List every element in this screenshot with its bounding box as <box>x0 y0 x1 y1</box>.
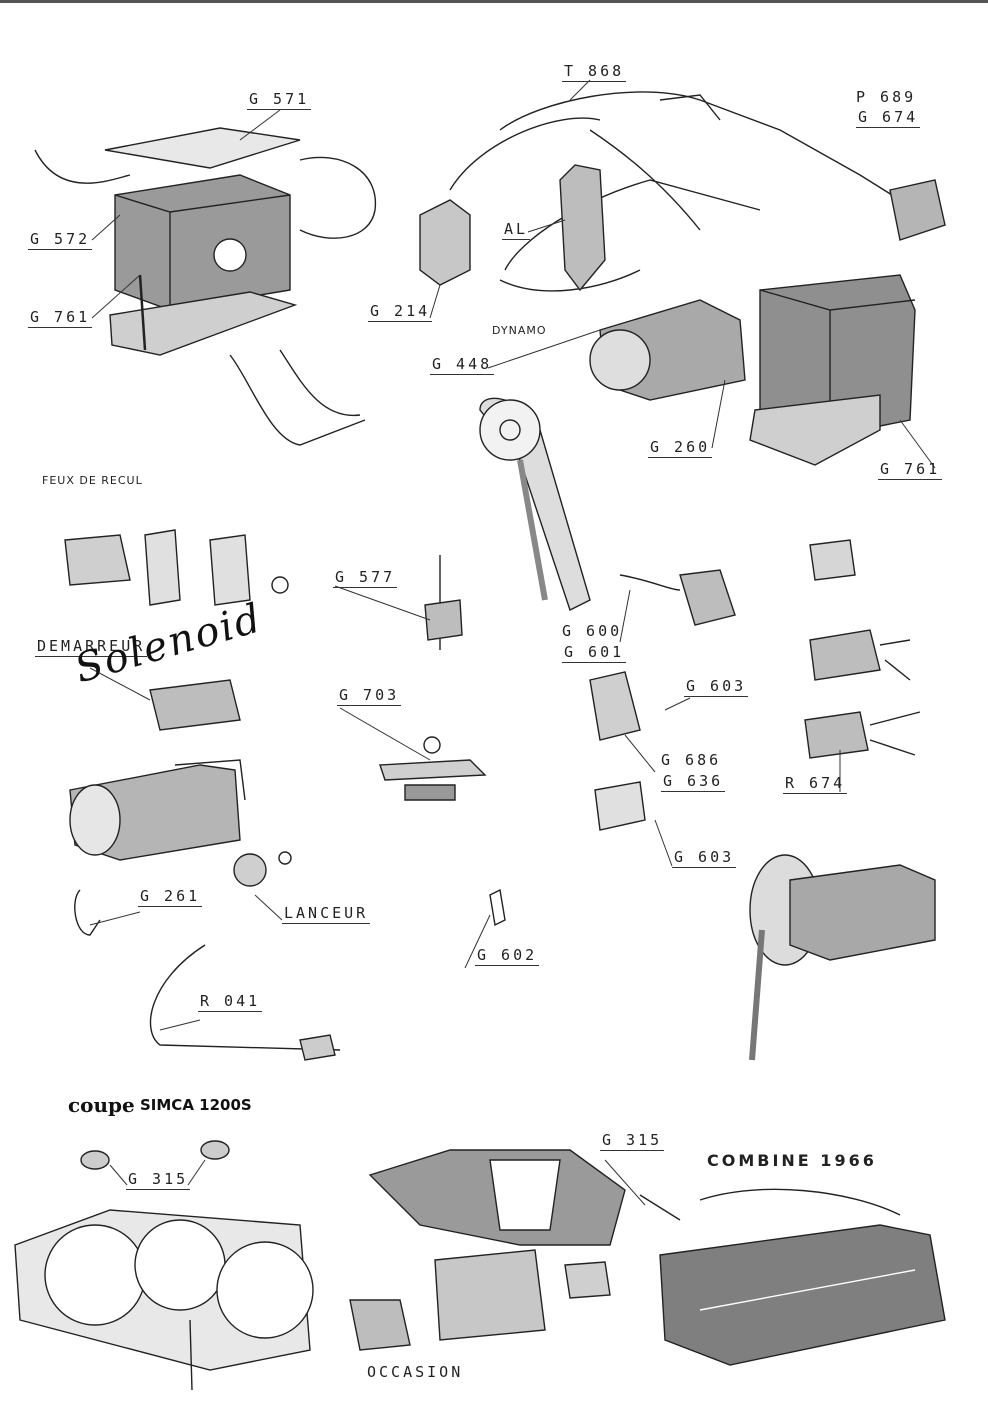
label-dynamo: DYNAMO <box>492 324 547 337</box>
label-t868: T 868 <box>562 62 627 82</box>
label-al: AL <box>502 220 531 240</box>
label-g761-left: G 761 <box>28 308 93 328</box>
label-demarreur: DEMARREUR <box>35 637 148 657</box>
instrument-cluster-illustration <box>15 1141 945 1390</box>
battery-top-left-illustration <box>35 128 375 445</box>
label-occasion: OCCASION <box>367 1363 464 1381</box>
label-g260: G 260 <box>648 438 713 458</box>
label-g261: G 261 <box>138 887 203 907</box>
label-g577: G 577 <box>333 568 398 588</box>
label-combine-1966: COMBINE 1966 <box>707 1151 877 1170</box>
label-g602: G 602 <box>475 946 540 966</box>
label-g703: G 703 <box>337 686 402 706</box>
label-g600: G 600 <box>562 622 623 640</box>
label-g601: G 601 <box>562 643 627 663</box>
engine-bay-illustration <box>420 92 945 610</box>
label-g686: G 686 <box>661 751 722 769</box>
switch-parts-illustration <box>380 540 920 925</box>
label-g572: G 572 <box>28 230 93 250</box>
label-g571: G 571 <box>247 90 312 110</box>
brand-coupe: coupe <box>68 1093 135 1117</box>
label-r041: R 041 <box>198 992 263 1012</box>
brand-simca: SIMCA 1200S <box>140 1096 252 1114</box>
leader-lines <box>90 80 935 1205</box>
label-g315-right: G 315 <box>600 1131 665 1151</box>
starter-illustration <box>65 530 340 1060</box>
label-g636: G 636 <box>661 772 726 792</box>
page-top-rule <box>0 0 988 3</box>
label-g674: G 674 <box>856 108 921 128</box>
label-g448: G 448 <box>430 355 495 375</box>
label-r674: R 674 <box>783 774 848 794</box>
label-feux-de-recul: FEUX DE RECUL <box>42 474 143 487</box>
label-g603-a: G 603 <box>684 677 749 697</box>
generator-illustration <box>750 855 935 1060</box>
label-g315-left: G 315 <box>126 1170 191 1190</box>
label-g603-b: G 603 <box>672 848 737 868</box>
label-g214: G 214 <box>368 302 433 322</box>
label-lanceur: LANCEUR <box>282 904 371 924</box>
label-g761-right: G 761 <box>878 460 943 480</box>
label-p689: P 689 <box>856 88 917 106</box>
